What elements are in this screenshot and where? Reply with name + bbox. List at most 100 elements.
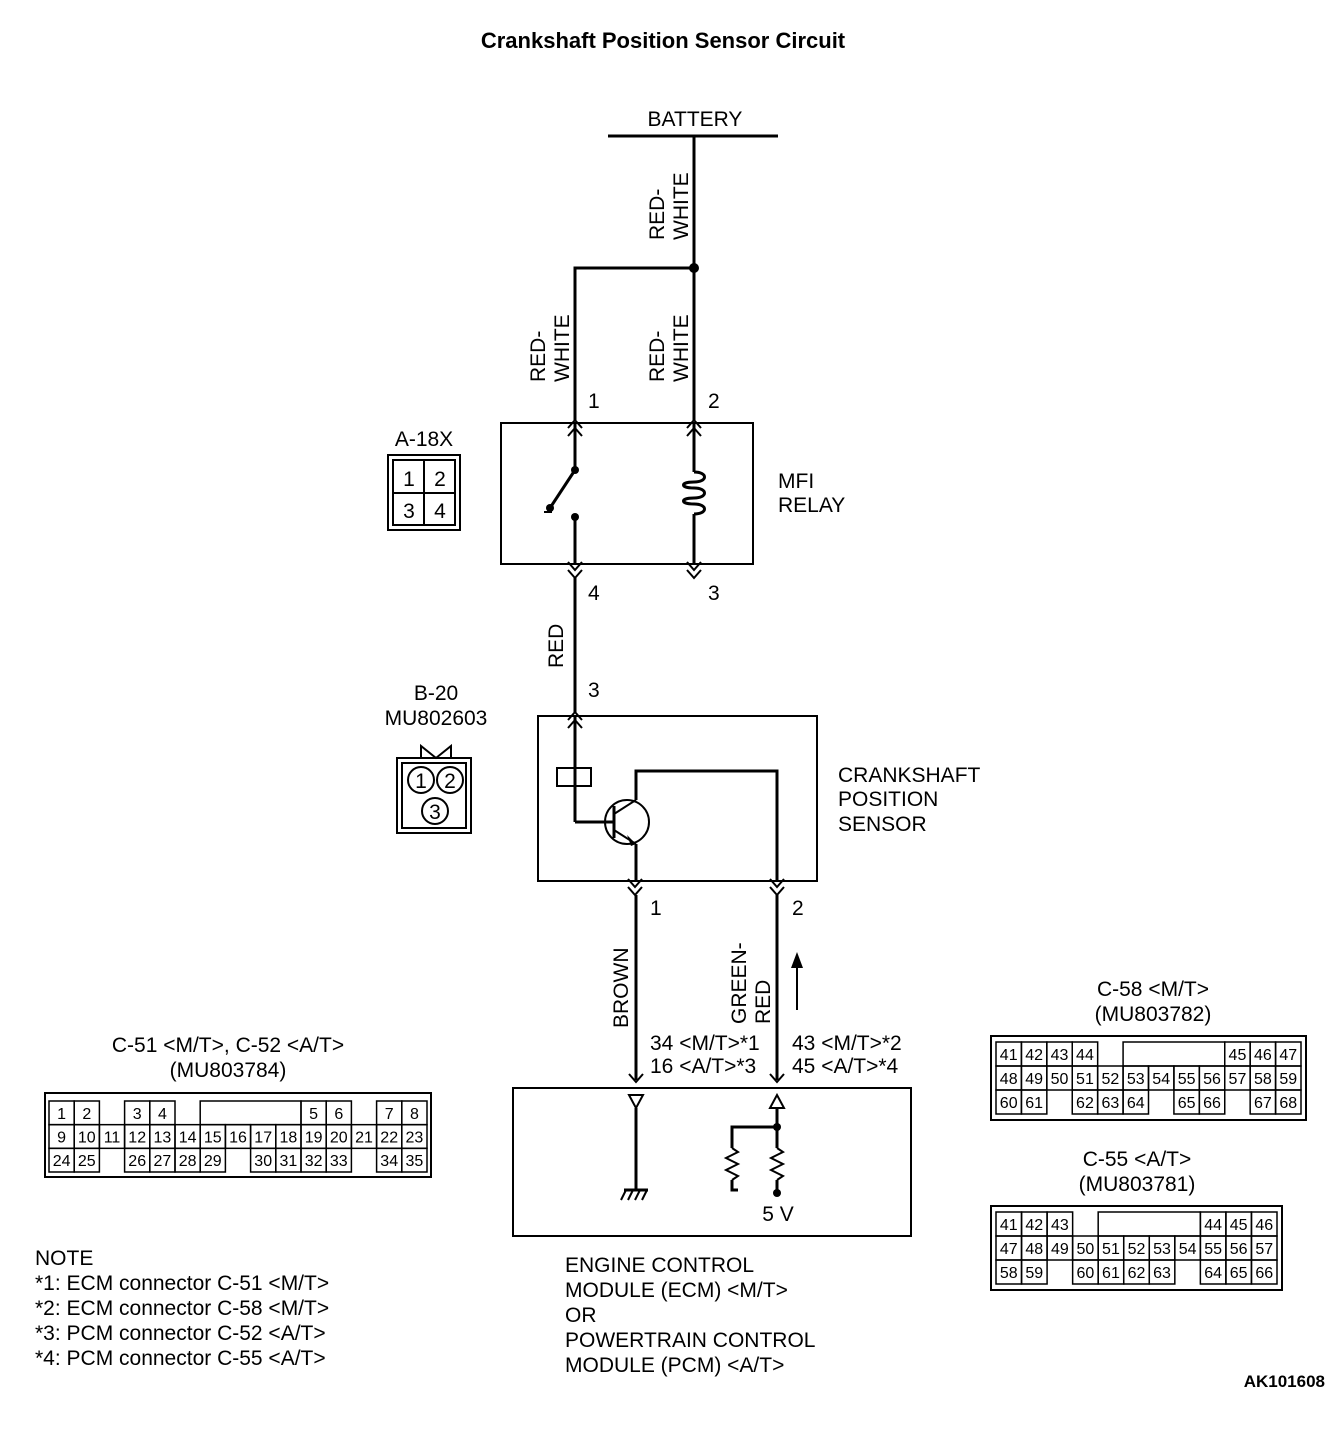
sensor-connector-label: B-20 xyxy=(414,682,458,705)
connector-pin-label: 54 xyxy=(1179,1241,1197,1258)
connector-terminal-icon xyxy=(627,1073,786,1111)
connector-pin-label: 43 xyxy=(1051,1047,1069,1064)
connector-pin-label: 45 xyxy=(1229,1047,1247,1064)
connector-pin-label: 63 xyxy=(1153,1265,1171,1282)
ecm-name-line1: ENGINE CONTROL xyxy=(565,1254,754,1277)
c55-connector-title: C-55 <A/T> xyxy=(1083,1148,1192,1171)
ecm-name-line2: MODULE (ECM) <M/T> xyxy=(565,1279,788,1302)
svg-text:RED-: RED- xyxy=(646,189,669,240)
svg-text:4: 4 xyxy=(434,500,446,523)
svg-text:2: 2 xyxy=(434,468,446,491)
ecm-box xyxy=(512,1087,912,1237)
connector-pin-label: 30 xyxy=(254,1153,272,1170)
note-line: *3: PCM connector C-52 <A/T> xyxy=(35,1322,326,1345)
c51-connector-part: (MU803784) xyxy=(170,1059,287,1082)
connector-pin-label: 33 xyxy=(330,1153,348,1170)
svg-text:WHITE: WHITE xyxy=(551,314,574,382)
connector-pin-label: 8 xyxy=(410,1106,419,1123)
note-line: *2: ECM connector C-58 <M/T> xyxy=(35,1297,329,1320)
connector-pin-label: 20 xyxy=(330,1130,348,1147)
relay-name-line1: MFI xyxy=(778,470,814,493)
connector-pin-label: 28 xyxy=(179,1153,197,1170)
connector-pin-cell xyxy=(1122,1089,1150,1115)
connector-pin-label: 68 xyxy=(1279,1095,1297,1112)
svg-text:1: 1 xyxy=(415,770,427,793)
ecm-signal-pin-at: 45 <A/T>*4 xyxy=(792,1055,899,1078)
svg-text:GREEN-: GREEN- xyxy=(728,942,751,1024)
connector-pin-label: 65 xyxy=(1178,1095,1196,1112)
connector-pin-cell xyxy=(1020,1089,1048,1115)
connector-pin-label: 54 xyxy=(1152,1071,1170,1088)
wire-label-relay-pin1: RED- WHITE xyxy=(527,314,574,382)
connector-pin-label: 18 xyxy=(280,1130,298,1147)
connector-pin-label: 24 xyxy=(53,1153,71,1170)
relay-pin-1: 1 xyxy=(588,390,600,413)
connector-pin-label: 60 xyxy=(1077,1265,1095,1282)
c51-connector-frame xyxy=(44,1092,432,1178)
svg-text:RED: RED xyxy=(752,980,775,1024)
connector-pin-label: 12 xyxy=(128,1130,146,1147)
connector-pin-label: 60 xyxy=(1000,1095,1018,1112)
connector-pin-label: 59 xyxy=(1279,1071,1297,1088)
svg-text:WHITE: WHITE xyxy=(670,172,693,240)
svg-text:RED-: RED- xyxy=(527,331,550,382)
connector-pin-label: 4 xyxy=(158,1106,167,1123)
connector-pin-label: 53 xyxy=(1127,1071,1145,1088)
connector-pin-label: 47 xyxy=(1000,1241,1018,1258)
connector-pin-label: 50 xyxy=(1051,1071,1069,1088)
connector-pin-label: 43 xyxy=(1051,1217,1069,1234)
connector-pin-label: 64 xyxy=(1127,1095,1145,1112)
svg-text:RED-: RED- xyxy=(646,331,669,382)
diagram-title: Crankshaft Position Sensor Circuit xyxy=(481,28,846,53)
ecm-name-line4: POWERTRAIN CONTROL xyxy=(565,1329,815,1352)
ecm-voltage: 5 V xyxy=(762,1203,794,1226)
ecm-ground-pin-mt: 34 <M/T>*1 xyxy=(650,1032,760,1055)
connector-pin-label: 15 xyxy=(204,1130,222,1147)
connector-key-slot xyxy=(1097,1211,1202,1237)
connector-pin-cell xyxy=(325,1147,353,1173)
relay-coil-icon xyxy=(682,423,706,564)
connector-pin-label: 9 xyxy=(57,1130,66,1147)
svg-text:2: 2 xyxy=(444,770,456,793)
sensor-name-line2: POSITION xyxy=(838,788,938,811)
connector-pin-label: 14 xyxy=(179,1130,197,1147)
connector-pin-label: 52 xyxy=(1128,1241,1146,1258)
connector-terminal-icon xyxy=(567,418,702,580)
connector-pin-label: 63 xyxy=(1101,1095,1119,1112)
connector-pin-label: 35 xyxy=(406,1153,424,1170)
battery-label: BATTERY xyxy=(648,108,743,131)
connector-pin-label: 41 xyxy=(1000,1217,1018,1234)
connector-pin-label: 64 xyxy=(1204,1265,1222,1282)
svg-text:RED: RED xyxy=(545,624,568,668)
connector-pin-label: 65 xyxy=(1230,1265,1248,1282)
connector-pin-label: 17 xyxy=(254,1130,272,1147)
connector-pin-label: 44 xyxy=(1076,1047,1094,1064)
connector-pin-label: 55 xyxy=(1178,1071,1196,1088)
relay-connector-label: A-18X xyxy=(395,428,453,451)
connector-pin-label: 2 xyxy=(82,1106,91,1123)
connector-pin-label: 44 xyxy=(1204,1217,1222,1234)
sensor-pin-3: 3 xyxy=(588,679,600,702)
ground-icon xyxy=(620,1108,648,1201)
relay-name-line2: RELAY xyxy=(778,494,845,517)
connector-pin-label: 61 xyxy=(1102,1265,1120,1282)
note-line: *1: ECM connector C-51 <M/T> xyxy=(35,1272,329,1295)
connector-pin-label: 42 xyxy=(1025,1047,1043,1064)
wire-label-relay-pin2: RED- WHITE xyxy=(646,314,693,382)
sensor-name-line1: CRANKSHAFT xyxy=(838,764,981,787)
connector-pin-label: 58 xyxy=(1254,1071,1272,1088)
connector-pin-label: 61 xyxy=(1025,1095,1043,1112)
connector-pin-cell xyxy=(401,1147,428,1173)
connector-pin-label: 62 xyxy=(1128,1265,1146,1282)
sensor-connector-icon: 1 2 3 xyxy=(396,743,472,834)
svg-text:WHITE: WHITE xyxy=(670,314,693,382)
connector-pin-label: 56 xyxy=(1230,1241,1248,1258)
connector-pin-label: 52 xyxy=(1101,1071,1119,1088)
connector-pin-label: 7 xyxy=(385,1106,394,1123)
connector-pin-label: 45 xyxy=(1230,1217,1248,1234)
connector-pin-label: 59 xyxy=(1025,1265,1043,1282)
connector-pin-label: 32 xyxy=(305,1153,323,1170)
connector-pin-label: 34 xyxy=(380,1153,398,1170)
